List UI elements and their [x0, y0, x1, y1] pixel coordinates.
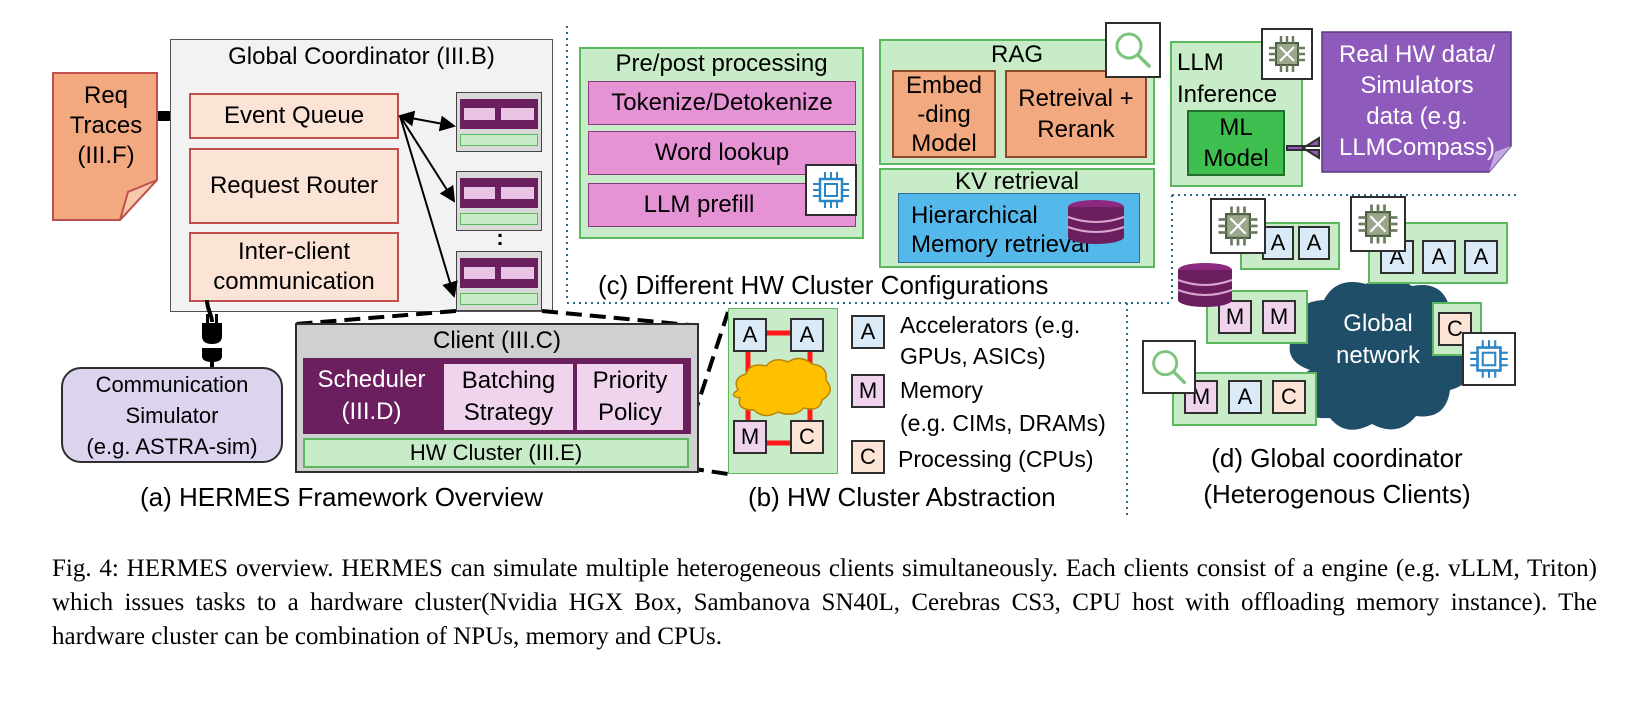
chip-icon [1462, 332, 1516, 386]
cluster1-chip-a2: A [1298, 226, 1330, 260]
legend-accelerators: Accelerators (e.g. GPUs, ASICs) [900, 312, 1081, 369]
chip-a-1: A [733, 318, 767, 352]
inter-client-box: Inter-client communication [189, 232, 399, 302]
plug-icon [202, 314, 222, 370]
prepost-title: Pre/post processing [615, 50, 828, 77]
caption-c: (c) Different HW Cluster Configurations [598, 270, 1049, 300]
client-title: Client (III.C) [432, 327, 561, 354]
real-hw-data-label: Real HW data/ Simulators data (e.g. LLMC… [1338, 41, 1496, 161]
caption-b: (b) HW Cluster Abstraction [748, 482, 1056, 512]
real-hw-data-doc [1286, 31, 1512, 173]
caption-d: (d) Global coordinator (Heterogenous Cli… [1203, 443, 1471, 509]
req-traces-doc [52, 72, 158, 221]
chip-icon [1210, 198, 1266, 254]
cluster2-chip-a3: A [1464, 240, 1498, 274]
chip-icon [1350, 196, 1406, 252]
tokenize-box: Tokenize/Detokenize [588, 81, 856, 125]
panel-a-connectors [205, 110, 730, 476]
legend-chip-c: C [851, 440, 885, 474]
legend-chip-a: A [851, 315, 885, 349]
cluster2-chip-a2: A [1422, 240, 1456, 274]
cluster3-chip-m2: M [1262, 300, 1296, 334]
chip-c: C [790, 420, 824, 454]
cluster5-chip-a: A [1228, 380, 1262, 414]
caption-a: (a) HERMES Framework Overview [140, 482, 544, 512]
cluster-interconnect [732, 330, 831, 446]
kv-title: KV retrieval [954, 168, 1080, 195]
search-icon [1105, 22, 1161, 78]
cluster3-chip-m1: M [1218, 300, 1252, 334]
req-traces-label: Req Traces (III.F) [69, 82, 143, 169]
cluster4-chip-c: C [1438, 312, 1472, 346]
scheduler-label: Scheduler (III.D) [317, 366, 426, 425]
cluster5-chip-c: C [1272, 380, 1306, 414]
rag-title: RAG [990, 41, 1043, 68]
retrieval-rerank-box: Retreival + Rerank [1005, 70, 1147, 158]
figure-caption: Fig. 4: HERMES overview. HERMES can simu… [52, 555, 1597, 650]
llm-inference-title: LLM Inference [1177, 49, 1278, 108]
chip-m: M [733, 420, 767, 454]
batching-strategy-box: Batching Strategy [444, 364, 573, 430]
chip-icon [1261, 28, 1313, 80]
event-queue-box: Event Queue [189, 93, 399, 139]
database-icon [1067, 200, 1125, 244]
client-ellipsis: : [496, 225, 504, 250]
legend-chip-m: M [851, 374, 885, 408]
hierarchical-memory-box: Hierarchical Memory retrieval [898, 193, 1140, 263]
global-network-label: Global network [1335, 310, 1421, 369]
embedding-model-box: Embed -ding Model [892, 70, 996, 158]
hw-cluster-box: HW Cluster (III.E) [303, 438, 689, 468]
chip-a-2: A [790, 318, 824, 352]
panel-separators [566, 26, 1520, 515]
global-network-cloud [1289, 277, 1472, 430]
ml-model-box: ML Model [1187, 110, 1285, 176]
database-icon [1177, 263, 1233, 307]
legend-processing: Processing (CPUs) [898, 446, 1094, 472]
global-coordinator-title: Global Coordinator (III.B) [228, 43, 495, 70]
legend-memory: Memory (e.g. CIMs, DRAMs) [900, 377, 1106, 436]
cluster1-chip-a1: A [1262, 226, 1294, 260]
priority-policy-box: Priority Policy [577, 364, 683, 430]
search-icon [1142, 340, 1196, 394]
request-router-box: Request Router [189, 148, 399, 224]
chip-icon [805, 164, 857, 216]
communication-simulator-box: Communication Simulator (e.g. ASTRA-sim) [61, 367, 283, 463]
